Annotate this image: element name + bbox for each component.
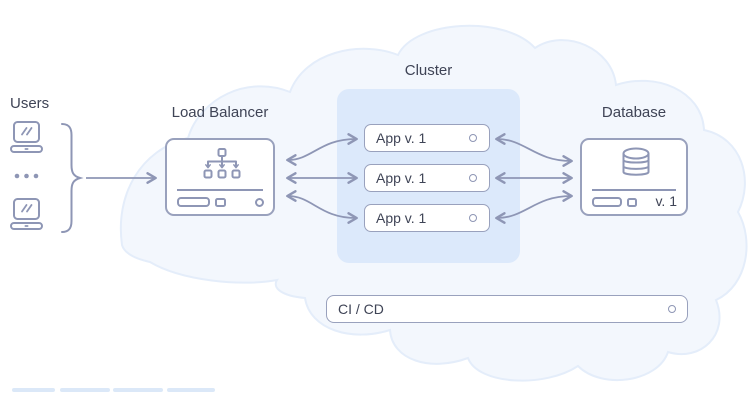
load-balancer-node [165,138,275,216]
port-icon [627,197,637,207]
users-brace [61,123,84,233]
arrow-app1-db [495,133,573,167]
load-balancer-label: Load Balancer [171,104,269,121]
panel-divider [177,189,263,191]
drive-slot-icon [177,197,210,207]
panel-divider [592,189,676,191]
skeleton-bar [167,388,215,392]
app-label: App v. 1 [376,170,427,186]
status-dot-icon [255,198,264,207]
status-dot-icon [469,174,477,182]
database-label: Database [601,104,667,121]
skeleton-bar [60,388,110,392]
arrow-app3-db [495,190,573,224]
database-cylinder-icon [622,147,650,176]
cicd-node: CI / CD [326,295,688,323]
database-node: v. 1 [580,138,688,216]
drive-slot-icon [592,197,622,207]
ellipsis-icon [14,173,39,179]
status-dot-icon [668,305,676,313]
skeleton-bar [113,388,163,392]
database-version: v. 1 [655,193,677,209]
laptop-icon [10,198,43,230]
skeleton-bar [12,388,55,392]
app-label: App v. 1 [376,130,427,146]
app-label: App v. 1 [376,210,427,226]
cicd-label: CI / CD [338,301,384,317]
users-label: Users [10,95,50,112]
arrow-lb-app3 [286,190,358,224]
status-dot-icon [469,214,477,222]
port-icon [215,197,226,207]
distribution-tree-icon [203,148,241,179]
arrow-lb-app1 [286,133,358,166]
app-node: App v. 1 [364,164,490,192]
app-node: App v. 1 [364,124,490,152]
cluster-label: Cluster [404,62,453,79]
status-dot-icon [469,134,477,142]
laptop-icon [10,121,43,153]
app-node: App v. 1 [364,204,490,232]
